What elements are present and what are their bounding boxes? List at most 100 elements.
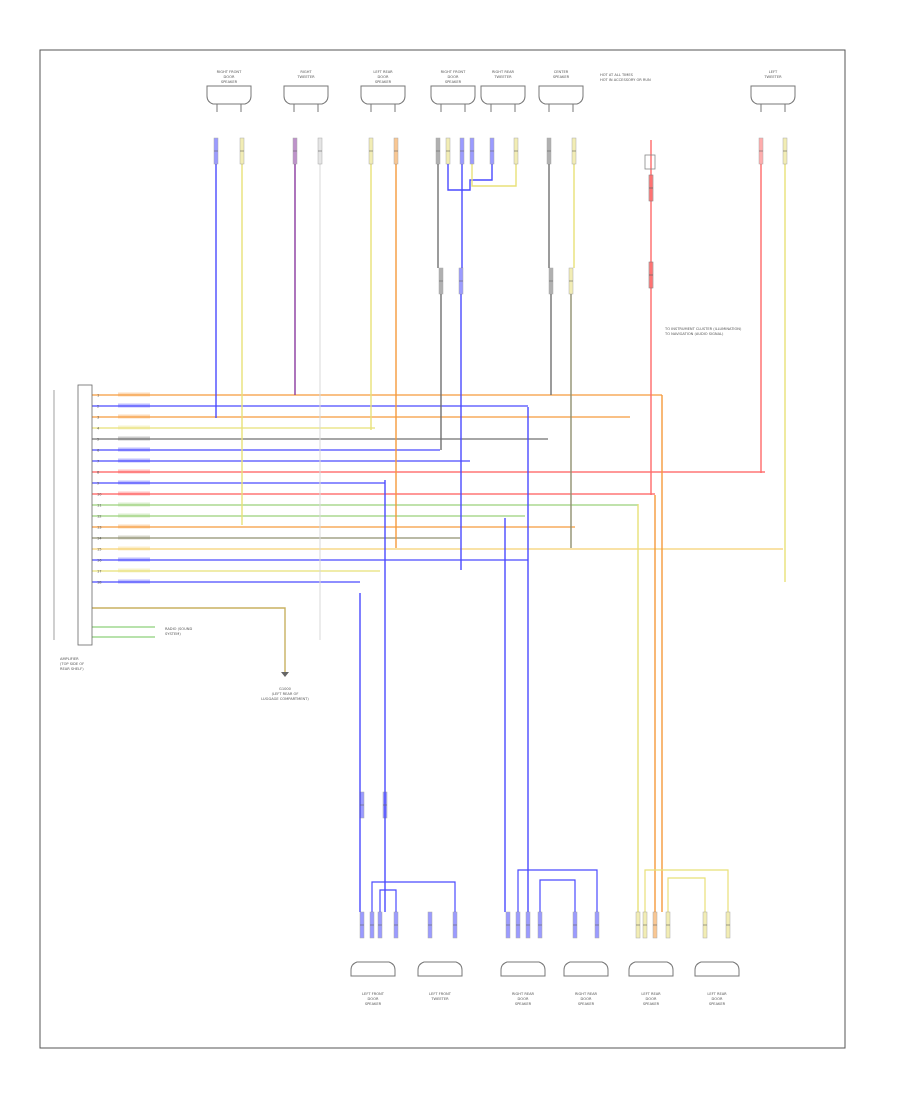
bottom-speaker-label: SPEAKER [643, 1002, 660, 1006]
pin-number: 9 [97, 482, 100, 486]
pin-number: 14 [97, 537, 102, 541]
bottom-speaker-body [694, 961, 740, 977]
top-speaker-label: SPEAKER [375, 80, 392, 84]
top-speaker-label: DOOR [448, 75, 459, 79]
wire-code-tag [118, 403, 150, 408]
pin-number: 12 [97, 515, 102, 519]
wire-bottom-jumper [667, 877, 706, 912]
bottom-speaker-label: LEFT REAR [707, 992, 727, 996]
pin-number: 18 [97, 581, 102, 585]
top-speaker-label: SPEAKER [553, 75, 570, 79]
wire-code-tag [118, 557, 150, 562]
top-speaker-body [283, 85, 329, 105]
bottom-speaker-label: DOOR [646, 997, 657, 1001]
bottom-speaker-label: DOOR [581, 997, 592, 1001]
pin-number: 7 [97, 460, 99, 464]
pin-number: 13 [97, 526, 102, 530]
top-speaker-body [480, 85, 526, 105]
wire-code-tag [118, 568, 150, 573]
top-speaker-label: RIGHT [300, 70, 312, 74]
fuse-box [644, 154, 656, 170]
amplifier-label: AMPLIFIER [60, 657, 79, 661]
wire-bottom-jumper [644, 869, 729, 912]
ground-symbol [281, 672, 289, 677]
top-speaker-body [750, 85, 796, 105]
wire-jumper-yellow [471, 164, 517, 187]
bottom-speaker-body [417, 961, 463, 977]
wire-code-tag [118, 447, 150, 452]
wire-code-tag [118, 535, 150, 540]
bottom-speaker-label: SPEAKER [365, 1002, 382, 1006]
pin-number: 3 [97, 416, 99, 420]
bottom-speaker-label: LEFT FRONT [362, 992, 385, 996]
pin-number: 11 [97, 504, 102, 508]
ground-label: LUGGAGE COMPARTMENT) [261, 697, 309, 701]
ground-wire [92, 607, 286, 672]
bottom-speaker-label: LEFT REAR [641, 992, 661, 996]
top-speaker-label: TWEETER [493, 75, 512, 79]
side-note: RADIO (SOUND [165, 627, 192, 631]
wire-jumper-blue [447, 164, 493, 191]
bottom-speaker-body [350, 961, 396, 977]
wire-layer [92, 140, 786, 912]
bottom-speaker-body [500, 961, 546, 977]
wire-code-tag [118, 469, 150, 474]
top-speaker-label: TWEETER [296, 75, 315, 79]
wire-code-tag [118, 414, 150, 419]
wire-bottom-jumper [539, 879, 576, 912]
wire-code-tag [118, 546, 150, 551]
wire-code-tag [118, 392, 150, 397]
bottom-speaker-body [628, 961, 674, 977]
top-speaker-label: DOOR [378, 75, 389, 79]
bottom-speaker-label: RIGHT REAR [512, 992, 535, 996]
right-note: TO INSTRUMENT CLUSTER (ILLUMINATION) [664, 327, 742, 331]
wire-code-tag [118, 491, 150, 496]
wire-bottom-jumper [517, 869, 598, 912]
wire-code-tag [118, 436, 150, 441]
bottom-speaker-label: DOOR [368, 997, 379, 1001]
pin-number: 15 [97, 548, 102, 552]
top-speaker-label: RIGHT REAR [492, 70, 515, 74]
wire-code-tag [118, 458, 150, 463]
wire-code-tag [118, 480, 150, 485]
bottom-speaker-label: SPEAKER [578, 1002, 595, 1006]
wire-code-tag [118, 425, 150, 430]
amplifier-connector [77, 384, 93, 646]
amplifier-label: REAR SHELF) [60, 667, 84, 671]
top-speaker-label: SPEAKER [445, 80, 462, 84]
bottom-speaker-label: DOOR [518, 997, 529, 1001]
top-speaker-label: CENTER [554, 70, 569, 74]
bottom-speaker-label: DOOR [712, 997, 723, 1001]
top-speaker-label: LEFT [769, 70, 778, 74]
top-speaker-body [538, 85, 584, 105]
bottom-speaker-label: SPEAKER [515, 1002, 532, 1006]
bottom-speaker-label: SPEAKER [709, 1002, 726, 1006]
diagram-frame [39, 49, 846, 1049]
pin-number: 1 [97, 394, 99, 398]
top-speaker-label: RIGHT FRONT [217, 70, 242, 74]
top-speaker-body [360, 85, 406, 105]
pin-number: 6 [97, 449, 100, 453]
bottom-speaker-body [563, 961, 609, 977]
top-speaker-body [206, 85, 252, 105]
top-speaker-body [430, 85, 476, 105]
top-speaker-label: RIGHT FRONT [441, 70, 466, 74]
pin-number: 8 [97, 471, 100, 475]
top-speaker-label: TWEETER [763, 75, 782, 79]
pin-number: 10 [97, 493, 102, 497]
top-speaker-label: DOOR [224, 75, 235, 79]
bottom-speaker-label: RIGHT REAR [575, 992, 598, 996]
ground-label: G1000 [279, 687, 292, 691]
pin-number: 16 [97, 559, 102, 563]
top-note: HOT IN ACCESSORY OR RUN [600, 78, 651, 82]
side-note: SYSTEM) [165, 632, 181, 636]
wire-code-tag [118, 513, 150, 518]
pin-number: 17 [97, 570, 102, 574]
pin-number: 2 [97, 405, 99, 409]
component-layer [53, 85, 796, 977]
ground-label: (LEFT REAR OF [272, 692, 299, 696]
wire-bottom-jumper [379, 889, 397, 912]
